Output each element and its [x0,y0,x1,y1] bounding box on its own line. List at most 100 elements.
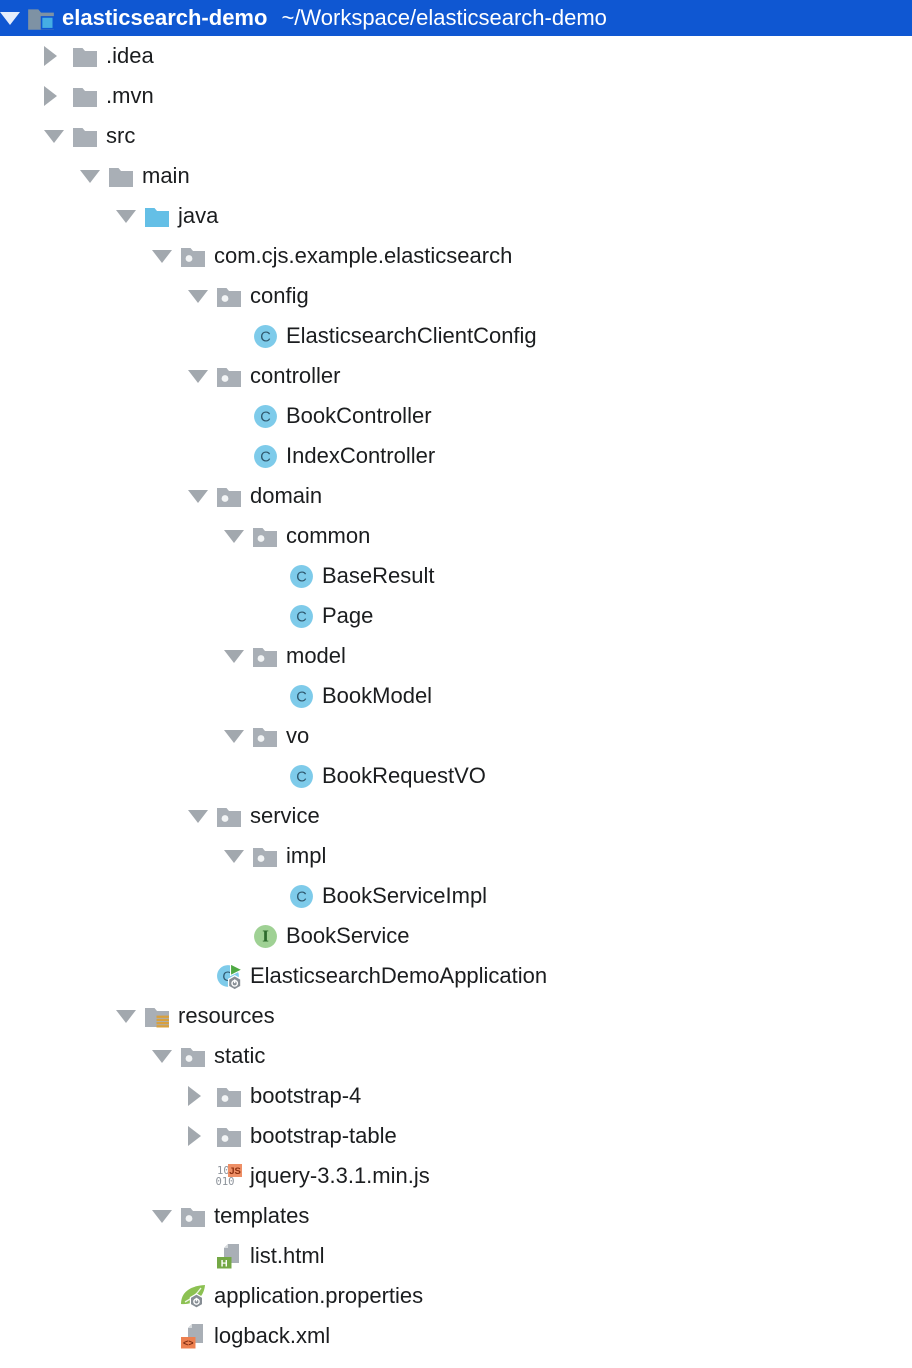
svg-text:010: 010 [216,1176,235,1188]
tree-item-label: application.properties [214,1283,424,1308]
tree-row-service[interactable]: service [0,796,912,836]
tree-item-label: ElasticsearchDemoApplication [250,963,548,988]
tree-item-label: service [250,803,320,828]
tree-row-domain[interactable]: domain [0,476,912,516]
tree-item-label: com.cjs.example.elasticsearch [214,243,513,268]
tree-row-src[interactable]: src [0,116,912,156]
tree-row-mvn[interactable]: .mvn [0,76,912,116]
class-icon: C [286,561,316,591]
tree-item-label: jquery-3.3.1.min.js [250,1163,430,1188]
svg-text:C: C [222,968,232,984]
tree-row-bootstrap-table[interactable]: bootstrap-table [0,1116,912,1156]
svg-text:C: C [296,889,307,905]
tree-row-elasticsearchdemoapplication[interactable]: C ElasticsearchDemoApplication [0,956,912,996]
tree-row-logback-xml[interactable]: <>logback.xml [0,1316,912,1356]
tree-item-label: domain [250,483,323,508]
chevron-down-icon [152,249,172,263]
svg-text:C: C [296,769,307,785]
tree-row-static[interactable]: static [0,1036,912,1076]
tree-item-label: ElasticsearchClientConfig [286,323,537,348]
tree-item-label: list.html [250,1243,325,1268]
chevron-down-icon [188,489,208,503]
tree-item-label: .mvn [106,83,154,108]
tree-row-application-properties[interactable]: application.properties [0,1276,912,1316]
tree-row-partial[interactable] [0,1356,912,1368]
expand-toggle[interactable] [188,1126,214,1146]
collapse-toggle[interactable] [188,369,214,383]
collapse-toggle[interactable] [224,729,250,743]
collapse-toggle[interactable] [224,849,250,863]
tree-row-bootstrap-4[interactable]: bootstrap-4 [0,1076,912,1116]
collapse-toggle[interactable] [224,529,250,543]
chevron-down-icon [80,169,100,183]
tree-item-label: src [106,123,136,148]
interface-icon: I [250,921,280,951]
tree-item-label: BaseResult [322,563,435,588]
collapse-toggle[interactable] [152,249,178,263]
tree-row-common[interactable]: common [0,516,912,556]
tree-row-controller[interactable]: controller [0,356,912,396]
html-file-icon: H [214,1241,244,1271]
package-folder-icon [214,361,244,391]
collapse-toggle[interactable] [116,209,142,223]
tree-item-label: BookServiceImpl [322,883,488,908]
expand-toggle[interactable] [188,1086,214,1106]
collapse-toggle[interactable] [188,489,214,503]
tree-row-elasticsearchclientconfig[interactable]: C ElasticsearchClientConfig [0,316,912,356]
tree-row-vo[interactable]: vo [0,716,912,756]
tree-item-label: config [250,283,309,308]
tree-item-label: bootstrap-4 [250,1083,362,1108]
tree-row-impl[interactable]: impl [0,836,912,876]
tree-item-label: BookService [286,923,410,948]
folder-icon [70,121,100,151]
tree-item-label: controller [250,363,341,388]
tree-row-config[interactable]: config [0,276,912,316]
svg-text:C: C [260,329,271,345]
expand-toggle[interactable] [0,11,26,25]
tree-row-com-cjs-example-elasticsearch[interactable]: com.cjs.example.elasticsearch [0,236,912,276]
class-icon: C [250,401,280,431]
svg-text:C: C [296,569,307,585]
collapse-toggle[interactable] [224,649,250,663]
collapse-toggle[interactable] [116,1009,142,1023]
tree-row-templates[interactable]: templates [0,1196,912,1236]
svg-text:C: C [296,609,307,625]
expand-toggle[interactable] [44,86,70,106]
collapse-toggle[interactable] [44,129,70,143]
package-folder-icon [250,721,280,751]
project-root-row[interactable]: elasticsearch-demo ~/Workspace/elasticse… [0,0,912,36]
tree-row-idea[interactable]: .idea [0,36,912,76]
package-folder-icon [178,241,208,271]
tree-row-bookserviceimpl[interactable]: C BookServiceImpl [0,876,912,916]
collapse-toggle[interactable] [188,809,214,823]
tree-row-resources[interactable]: resources [0,996,912,1036]
chevron-down-icon [188,369,208,383]
tree-row-model[interactable]: model [0,636,912,676]
expand-toggle[interactable] [44,46,70,66]
java-source-folder-icon [142,201,172,231]
chevron-right-icon [188,1126,201,1146]
tree-item-label: bootstrap-table [250,1123,397,1148]
tree-row-java[interactable]: java [0,196,912,236]
chevron-down-icon [188,809,208,823]
tree-row-main[interactable]: main [0,156,912,196]
collapse-toggle[interactable] [152,1049,178,1063]
project-path: ~/Workspace/elasticsearch-demo [281,5,607,30]
collapse-toggle[interactable] [80,169,106,183]
chevron-down-icon [224,529,244,543]
collapse-toggle[interactable] [188,289,214,303]
tree-item-label: BookRequestVO [322,763,486,788]
tree-item-label: BookController [286,403,432,428]
tree-row-baseresult[interactable]: C BaseResult [0,556,912,596]
collapse-toggle[interactable] [152,1209,178,1223]
class-icon: C [286,681,316,711]
tree-row-bookrequestvo[interactable]: C BookRequestVO [0,756,912,796]
